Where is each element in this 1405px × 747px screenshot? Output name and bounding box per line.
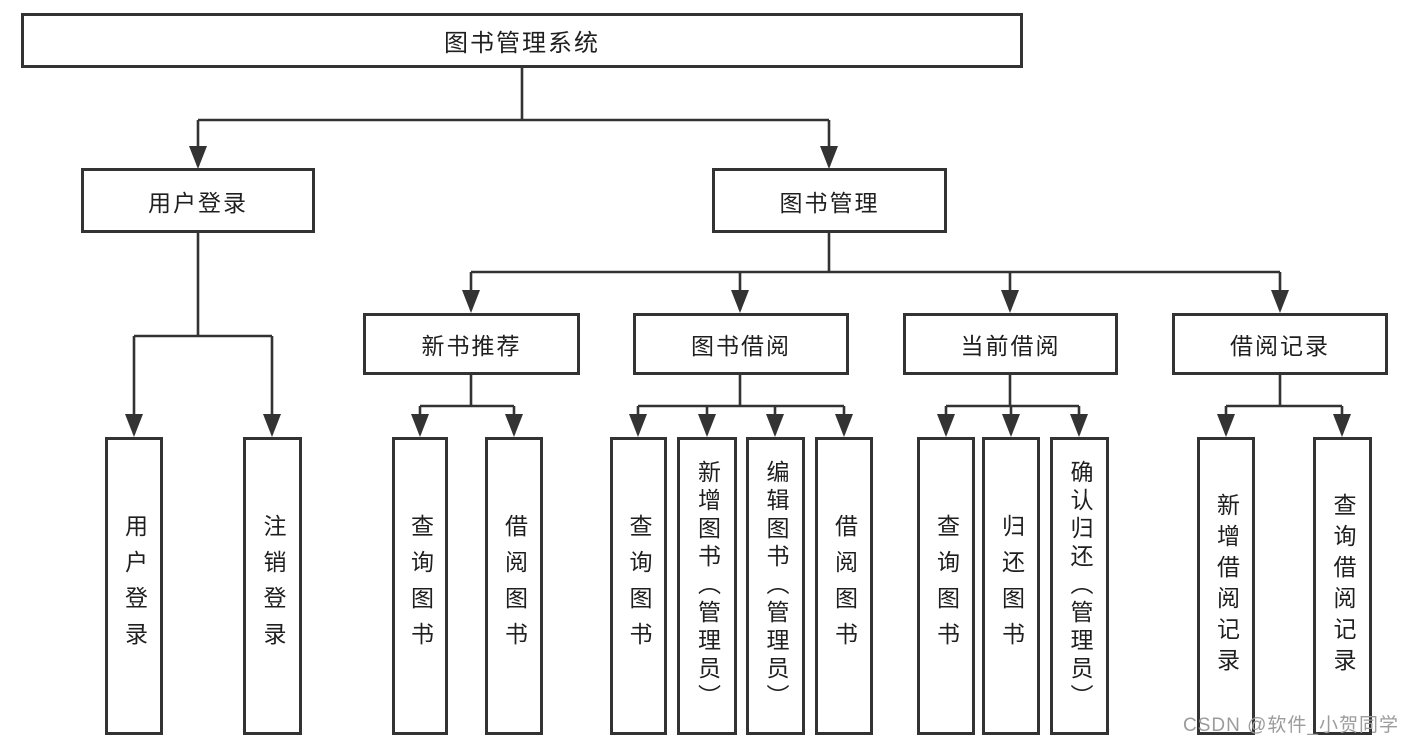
leaf-confirm-return-admin: 确认归还（管理员） [1050,437,1109,735]
node-current-borrowing: 当前借阅 [903,313,1118,375]
leaf-borrow-book-recommend: 借阅图书 [485,437,543,735]
leaf-query-book-current: 查询图书 [917,437,975,735]
leaf-query-book-borrowing: 查询图书 [610,437,667,735]
node-book-borrowing: 图书借阅 [633,313,849,375]
node-user-login: 用户登录 [81,168,315,233]
leaf-return-book: 归还图书 [982,437,1040,735]
leaf-query-borrow-record: 查询借阅记录 [1313,437,1372,735]
node-library-management-system: 图书管理系统 [21,13,1023,68]
node-borrowing-records: 借阅记录 [1172,313,1388,375]
leaf-add-book-admin: 新增图书（管理员） [677,437,737,735]
leaf-edit-book-admin: 编辑图书（管理员） [746,437,805,735]
leaf-borrow-book: 借阅图书 [815,437,873,735]
node-book-management: 图书管理 [712,168,947,233]
node-new-book-recommend: 新书推荐 [363,313,580,375]
csdn-watermark: CSDN @软件_小贺同学 [1183,715,1399,736]
leaf-add-borrow-record: 新增借阅记录 [1197,437,1255,735]
leaf-query-book-recommend: 查询图书 [392,437,448,735]
leaf-logout: 注销登录 [243,437,302,735]
leaf-user-login: 用户登录 [105,437,163,735]
